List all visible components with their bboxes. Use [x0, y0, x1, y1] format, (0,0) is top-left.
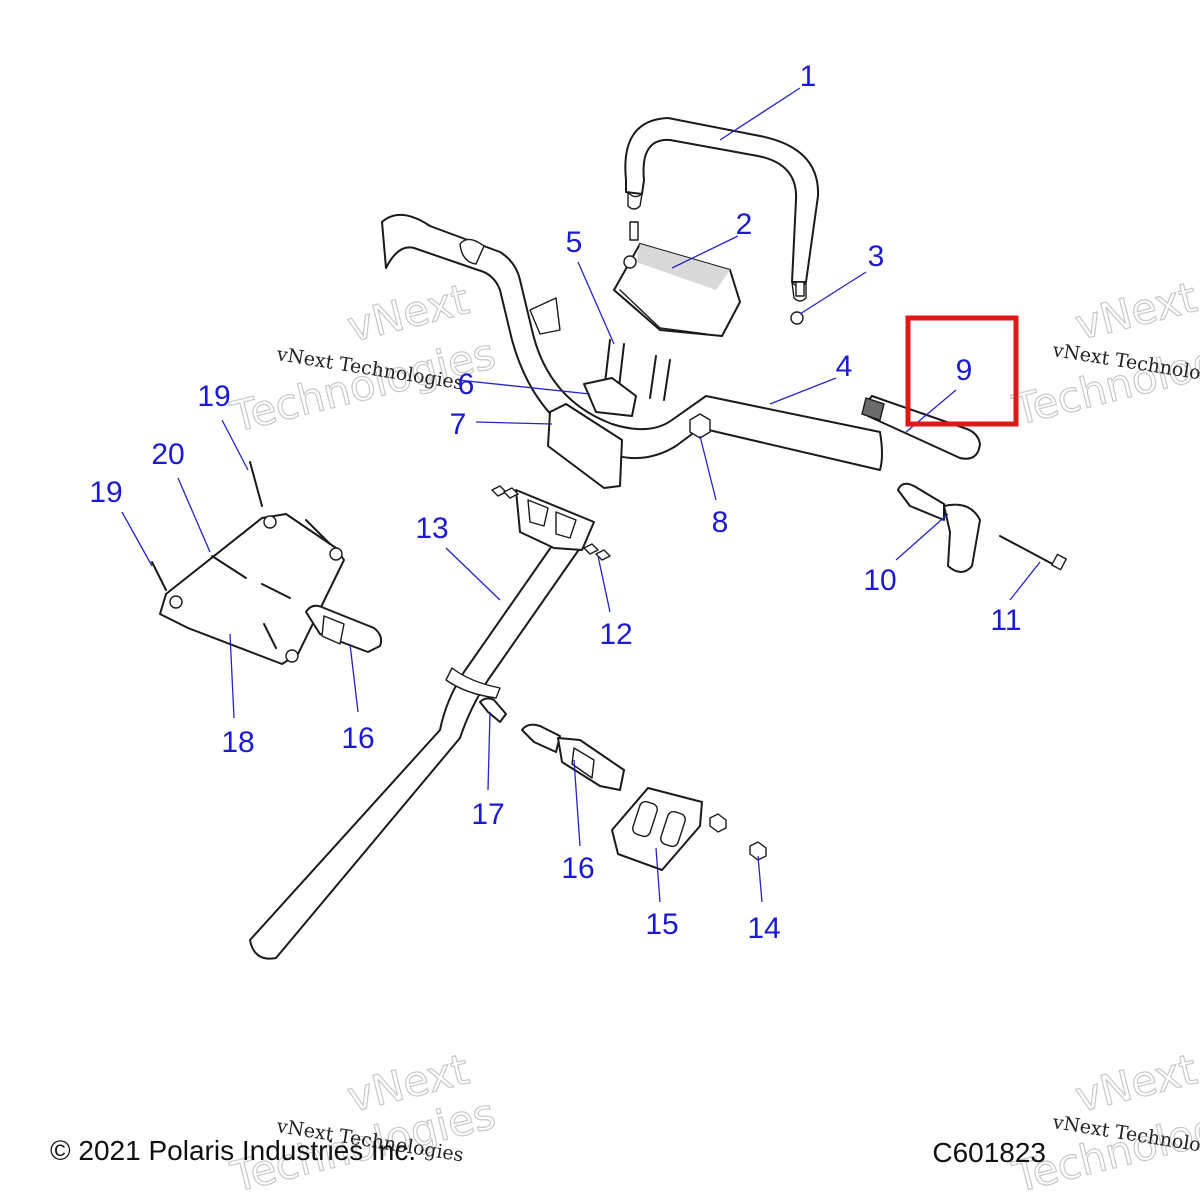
callout-17: 17 — [471, 798, 504, 831]
part-upper-clamp — [583, 377, 637, 417]
callout-15: 15 — [645, 908, 678, 941]
callout-16-left: 16 — [341, 722, 374, 755]
leader-lines — [121, 87, 1041, 903]
part-long-bolt — [999, 535, 1067, 571]
callout-6: 6 — [458, 368, 475, 401]
callout-1: 1 — [800, 60, 817, 93]
part-small-nuts — [491, 485, 611, 561]
callout-20: 20 — [151, 438, 184, 471]
callout-10: 10 — [863, 564, 896, 597]
part-nut — [689, 413, 711, 439]
part-switch-plate — [611, 787, 703, 871]
callout-19-top: 19 — [197, 380, 230, 413]
watermark-vnext: vNext — [1071, 272, 1200, 349]
part-steering-post — [249, 489, 595, 960]
part-handlebar-cover — [613, 243, 741, 337]
callout-14: 14 — [747, 912, 780, 945]
part-grab-handle — [624, 117, 820, 302]
callout-19-left: 19 — [89, 476, 122, 509]
copyright-text: © 2021 Polaris Industries Inc. — [50, 1135, 416, 1166]
watermark-top-right: vNext Technologies vNext Technologies — [1007, 272, 1200, 436]
part-bracket-right — [521, 723, 625, 791]
part-throttle — [897, 482, 981, 573]
part-nut-right — [790, 311, 804, 325]
callout-16-right: 16 — [561, 852, 594, 885]
part-nut-lower — [709, 813, 727, 833]
callout-7: 7 — [450, 408, 467, 441]
callout-13: 13 — [415, 512, 448, 545]
part-handlebar — [381, 214, 883, 471]
callout-5: 5 — [566, 226, 583, 259]
part-nut-lowest — [749, 841, 767, 861]
watermark-bottom-right: vNext Technologies vNext Technologies — [1007, 1044, 1200, 1200]
highlight-box-part-9 — [905, 315, 1019, 427]
part-lower-clamp — [547, 403, 623, 489]
watermark-vnext: vNext — [1071, 1044, 1200, 1121]
callout-8: 8 — [712, 506, 729, 539]
part-nut-left — [623, 255, 637, 269]
watermark-bottom-left: vNext Technologies vNext Technologies — [225, 1044, 501, 1200]
part-pin — [479, 697, 507, 723]
callout-3: 3 — [868, 240, 885, 273]
callout-12: 12 — [599, 618, 632, 651]
callout-2: 2 — [736, 208, 753, 241]
callout-9: 9 — [956, 354, 973, 387]
diagram-code: C601823 — [932, 1137, 1046, 1168]
callout-4: 4 — [836, 350, 853, 383]
part-bracket-left — [305, 604, 383, 653]
callout-11: 11 — [990, 604, 1021, 637]
callouts: 1 2 3 4 5 6 7 8 9 10 11 12 13 14 15 16 1… — [89, 60, 1021, 945]
part-grip-tube — [861, 395, 981, 460]
part-mount-plate — [151, 461, 345, 665]
callout-18: 18 — [221, 726, 254, 759]
